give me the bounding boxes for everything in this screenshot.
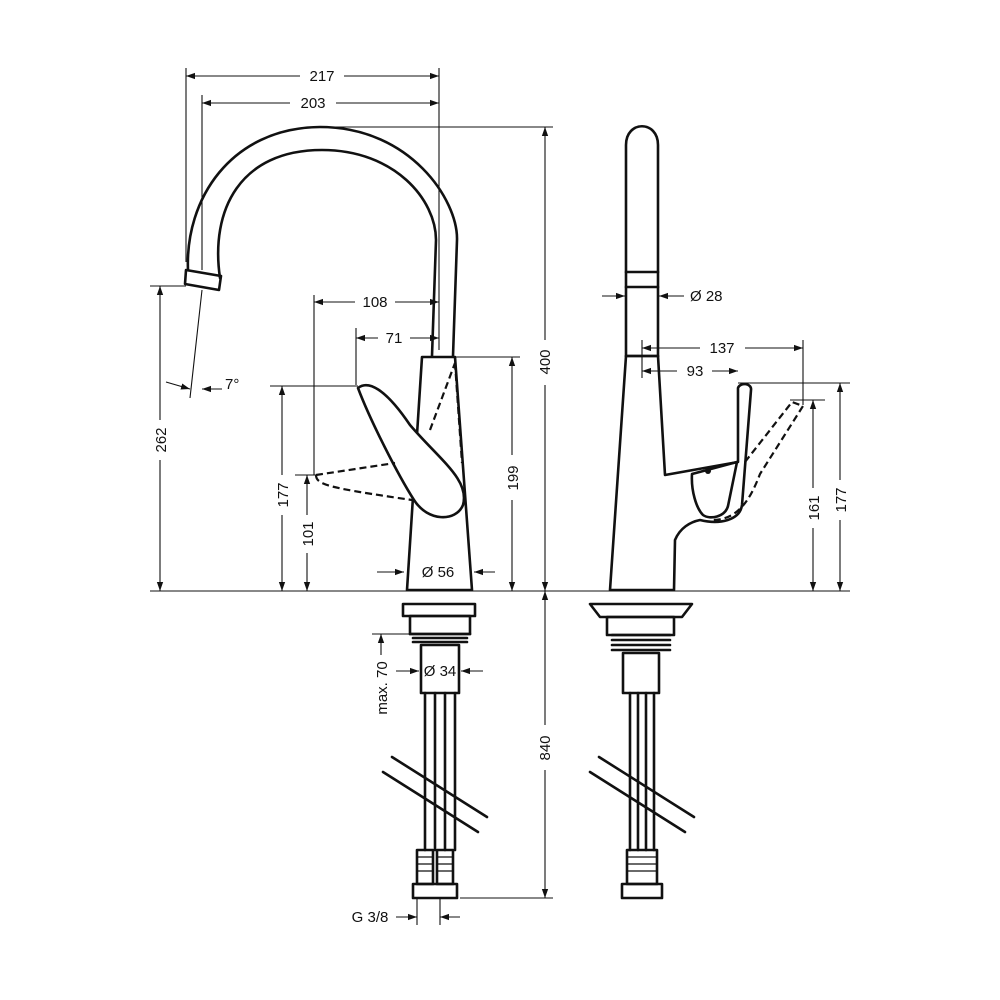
side-lever-open-position [711,400,805,522]
front-mount-plate [401,602,477,618]
dim-177-side-label: 177 [833,487,850,512]
dim-28-label: Ø 28 [690,288,723,305]
dim-max70-label: max. 70 [374,661,391,714]
side-hose-fitting [625,848,659,886]
dim-71-label: 71 [386,330,403,347]
side-hoses [628,691,656,852]
dim-101-label: 101 [300,521,317,546]
dim-262-label: 262 [153,427,170,452]
dim-177-front-label: 177 [275,482,292,507]
dim-34-label: Ø 34 [424,663,457,680]
dim-137-label: 137 [709,340,734,357]
dim-217-label: 217 [309,68,334,85]
dim-108-label: 108 [362,294,387,311]
front-thread [408,632,472,644]
dim-199-label: 199 [505,465,522,490]
front-lever [356,383,466,519]
dim-93-label: 93 [687,363,704,380]
dim-g38-label: G 3/8 [352,909,389,926]
front-view: 217 203 400 108 71 262 7° 177 101 199 Ø … [150,68,850,926]
side-shank [621,651,661,695]
dim-203-label: 203 [300,95,325,112]
front-spout [186,125,459,358]
dim-7deg-label: 7° [225,376,239,393]
dim-400-label: 400 [537,349,554,374]
side-lever [690,460,739,519]
side-spout [624,124,660,358]
side-body [608,354,753,592]
dim-7deg-arrow-left [165,381,191,390]
dim-161-label: 161 [806,495,823,520]
side-thread [610,633,672,652]
front-shank [419,643,461,695]
front-hoses [423,691,457,852]
side-mount-plate [588,602,694,619]
front-break-lines [381,755,489,834]
dim-56-label: Ø 56 [422,564,455,581]
dim-840-label: 840 [537,735,554,760]
front-spout-outlet [183,268,223,292]
front-hose-fitting-right [435,848,455,886]
front-lever-open-position [314,362,464,502]
side-view: Ø 28 137 93 161 177 [588,124,850,900]
front-hose-fitting-left [415,848,435,886]
side-break-lines [588,755,696,834]
